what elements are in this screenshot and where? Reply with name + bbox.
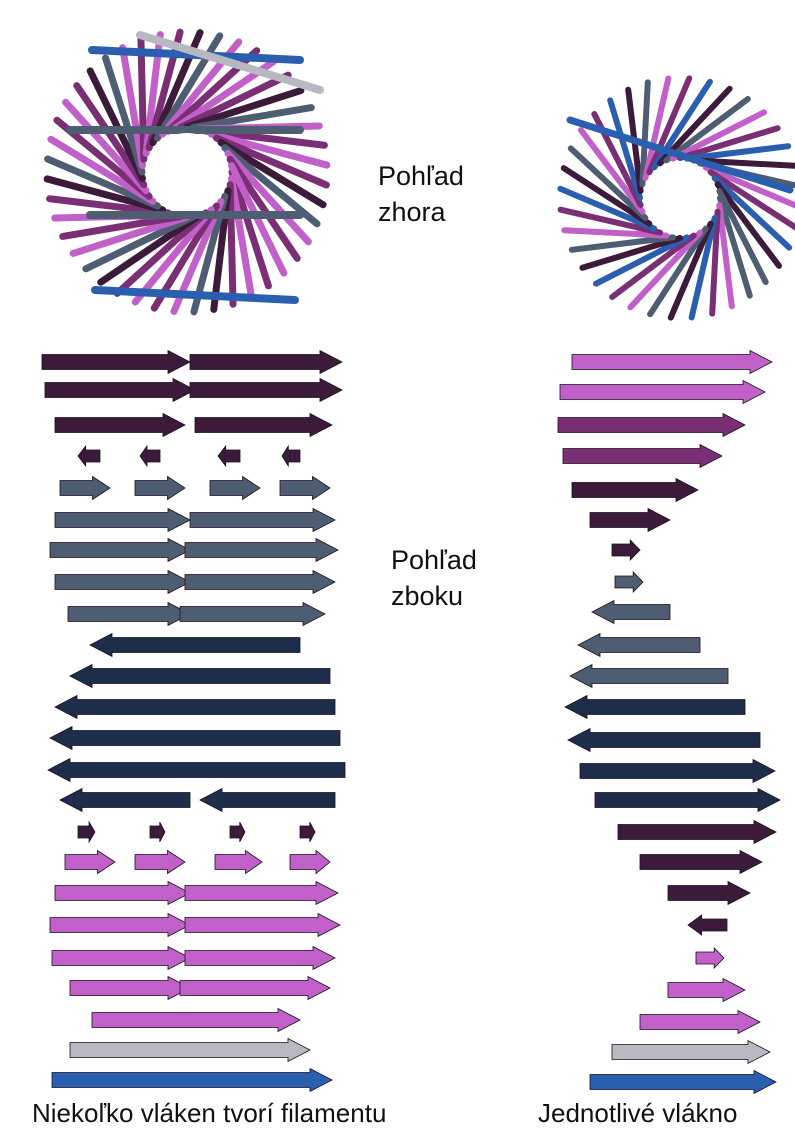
filament-arrow xyxy=(180,603,325,626)
filament-arrow xyxy=(92,1009,300,1032)
filament-arrow xyxy=(185,571,335,594)
filament-arrow xyxy=(180,977,330,1000)
filament-arrow xyxy=(135,477,185,500)
single-fiber-arrow xyxy=(668,882,750,905)
single-fiber-arrow xyxy=(612,540,640,560)
filament-arrow xyxy=(140,446,160,466)
filament-arrow xyxy=(55,696,335,719)
filament-arrow xyxy=(68,603,190,626)
filament-arrow xyxy=(55,882,190,905)
filament-arrow xyxy=(65,851,115,874)
top-view-label: Pohľad zhora xyxy=(378,158,464,230)
single-fiber-arrow xyxy=(563,445,722,468)
filament-arrow xyxy=(190,509,335,532)
side-view-filament-stack xyxy=(42,351,345,1092)
filament-arrow xyxy=(50,914,190,937)
single-fiber-arrow xyxy=(590,1071,776,1094)
filament-arrow xyxy=(90,634,300,657)
filament-arrow xyxy=(300,822,315,842)
single-fiber-arrow xyxy=(580,760,775,783)
filament-arrow xyxy=(210,477,260,500)
single-fiber-arrow xyxy=(558,414,745,437)
filament-arrow xyxy=(195,414,332,437)
filament-arrow xyxy=(50,539,190,562)
single-fiber-arrow xyxy=(668,979,745,1002)
filament-arrow xyxy=(200,789,335,812)
filament-arrow xyxy=(190,351,342,374)
filament-arrow xyxy=(52,947,190,970)
single-fiber-arrow xyxy=(640,851,762,874)
filament-arrow xyxy=(185,539,338,562)
single-fiber-arrow xyxy=(640,1011,760,1034)
caption-multi-fibers: Niekoľko vláken tvorí filamentu xyxy=(32,1098,386,1129)
filament-arrow xyxy=(60,789,190,812)
single-fiber-arrow xyxy=(618,821,776,844)
rosette-center-hole xyxy=(646,164,714,232)
filament-arrow xyxy=(70,665,330,688)
side-view-single-fiber-stack xyxy=(558,351,780,1094)
single-fiber-arrow xyxy=(570,665,728,688)
single-fiber-arrow xyxy=(615,572,643,592)
filament-arrow xyxy=(230,822,245,842)
filament-arrow xyxy=(135,851,185,874)
top-view-rosette-multi-fiber xyxy=(47,32,327,312)
single-fiber-arrow xyxy=(590,509,670,532)
single-fiber-arrow xyxy=(572,479,698,502)
single-fiber-arrow xyxy=(595,789,780,812)
single-fiber-arrow xyxy=(688,915,727,935)
single-fiber-arrow xyxy=(696,948,724,968)
filament-arrow xyxy=(282,446,300,466)
filament-arrow xyxy=(280,477,330,500)
filament-arrow xyxy=(48,759,345,782)
single-fiber-arrow xyxy=(560,381,765,404)
rosette-center-hole xyxy=(148,133,226,211)
filament-arrow xyxy=(78,822,95,842)
filament-arrow xyxy=(215,851,262,874)
filament-arrow xyxy=(190,379,342,402)
filament-arrow xyxy=(185,882,338,905)
filament-arrow xyxy=(70,977,190,1000)
top-view-rosette-single-fiber xyxy=(560,78,795,317)
single-fiber-arrow xyxy=(578,634,700,657)
filament-arrow xyxy=(185,914,340,937)
filament-arrow xyxy=(55,414,185,437)
side-view-label: Pohľad zboku xyxy=(391,542,477,614)
single-fiber-arrow xyxy=(592,601,670,624)
filament-arrow xyxy=(55,509,190,532)
filament-arrow xyxy=(78,446,100,466)
filament-arrow xyxy=(52,1069,332,1092)
rosette-rod xyxy=(95,290,295,300)
filament-arrow xyxy=(55,571,190,594)
filament-arrow xyxy=(150,822,165,842)
caption-single-fiber: Jednotlivé vlákno xyxy=(538,1098,737,1129)
filament-arrow xyxy=(70,1039,310,1062)
rosette-rod xyxy=(141,40,144,160)
filament-arrow xyxy=(218,446,240,466)
filament-arrow xyxy=(290,851,330,874)
filament-arrow xyxy=(42,351,190,374)
single-fiber-arrow xyxy=(565,696,745,719)
filament-arrow xyxy=(50,727,340,750)
filament-arrow xyxy=(185,947,335,970)
filament-arrow xyxy=(45,379,195,402)
single-fiber-arrow xyxy=(612,1041,770,1064)
single-fiber-arrow xyxy=(572,351,772,374)
single-fiber-arrow xyxy=(568,729,760,752)
filament-arrow xyxy=(60,477,110,500)
rosette-rod xyxy=(230,185,233,305)
